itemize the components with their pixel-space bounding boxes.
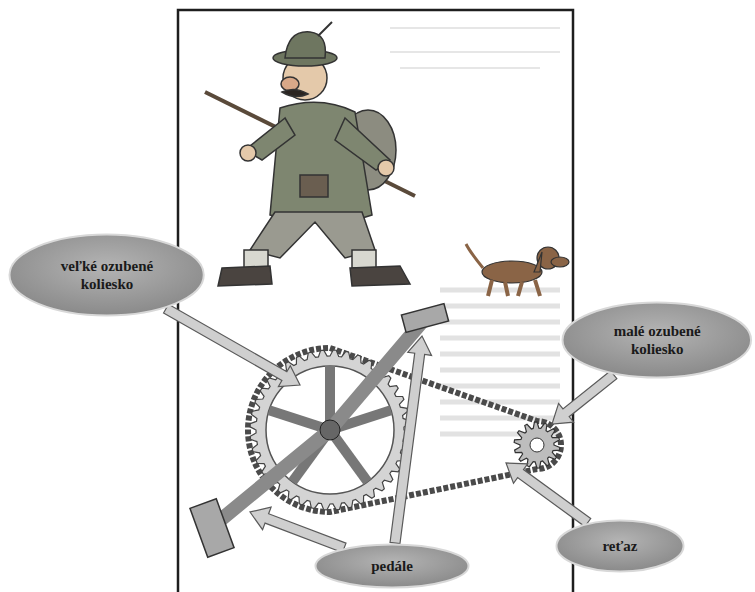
- callout-label: veľké ozubené koliesko: [46, 257, 168, 293]
- callout-arrow: [390, 336, 432, 544]
- callout-label: reťaz: [602, 537, 637, 555]
- ellipse-outline: [561, 301, 753, 379]
- faded-text-line: [440, 288, 560, 293]
- callout-arrows: [164, 304, 617, 552]
- faded-text-line: [440, 400, 560, 405]
- callout-arrow: [552, 371, 617, 424]
- sprocket-hub: [530, 438, 544, 452]
- callout-ellipse-fill: [316, 545, 469, 588]
- callout-ellipse-fill: [563, 303, 752, 378]
- hunter-figure: [205, 22, 415, 286]
- ellipse-outline: [8, 233, 205, 317]
- faded-text-line: [440, 384, 560, 389]
- faded-text-line: [440, 304, 560, 309]
- page-frame: [178, 10, 573, 592]
- callout-ellipse: pedále: [314, 543, 470, 589]
- faded-text-lines: [440, 290, 560, 434]
- dog-figure: [466, 244, 569, 296]
- faded-text-line: [440, 320, 560, 325]
- callout-ellipse: veľké ozubené koliesko: [8, 233, 205, 317]
- callout-label: malé ozubené koliesko: [598, 322, 716, 358]
- pedal: [401, 304, 448, 333]
- callout-arrow: [164, 304, 300, 386]
- pedal: [190, 499, 234, 557]
- faded-text-line: [440, 352, 560, 357]
- callout-arrow: [506, 463, 591, 527]
- callout-label: pedále: [371, 557, 413, 575]
- callout-ellipse: malé ozubené koliesko: [561, 301, 753, 379]
- small-sprocket: [514, 422, 560, 468]
- callout-ellipse-fill: [10, 235, 204, 316]
- faded-text-line: [440, 336, 560, 341]
- callout-arrow: [250, 507, 346, 552]
- callout-ellipse: reťaz: [555, 519, 685, 573]
- bicycle-drivetrain: [190, 304, 561, 558]
- crank-axle: [320, 420, 340, 440]
- faded-print: [390, 28, 560, 68]
- faded-text-line: [440, 368, 560, 373]
- crank-arm: [218, 430, 330, 522]
- callout-ellipse-fill: [557, 521, 684, 572]
